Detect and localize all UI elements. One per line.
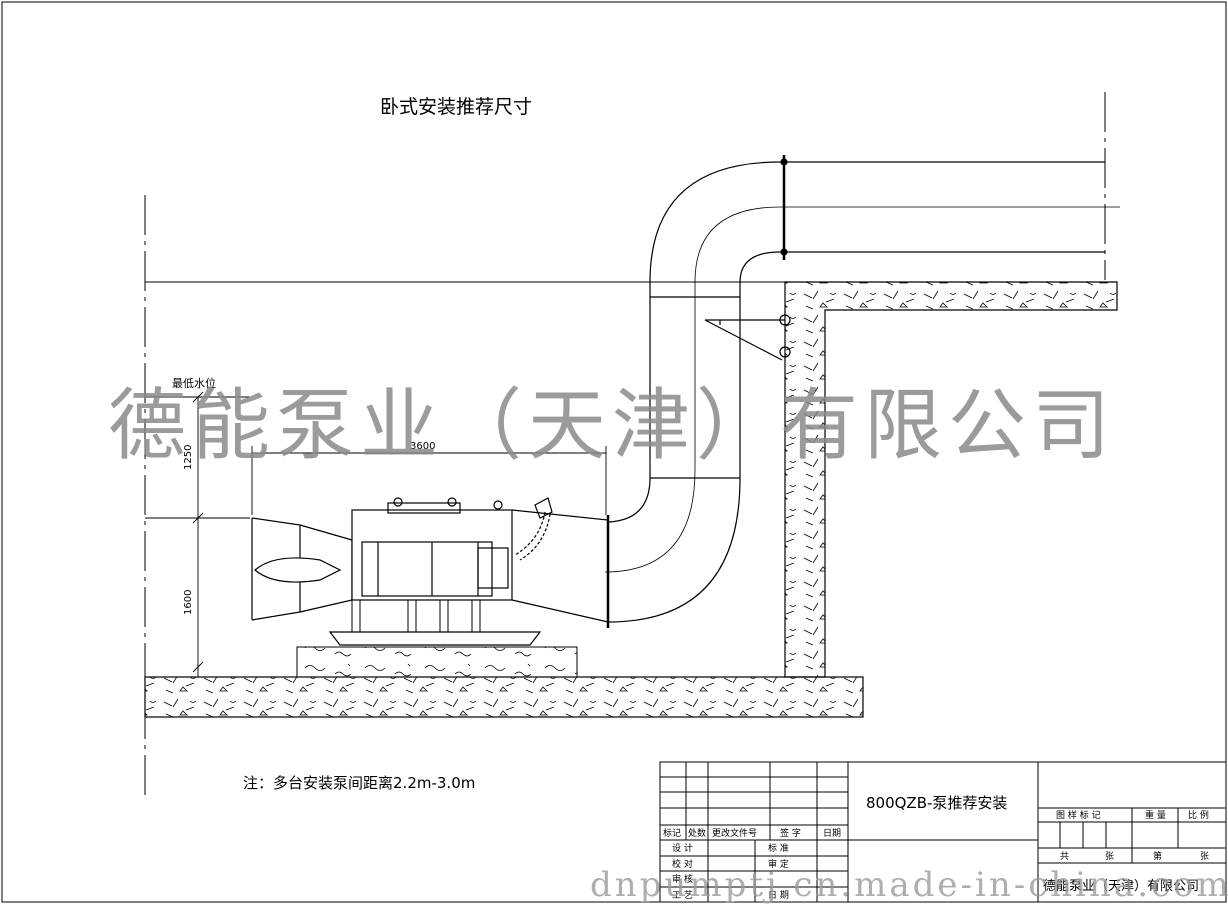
- right-header: 比 例: [1188, 809, 1209, 821]
- title-block-headers: 标记 处数 更改文件号 签 字 日期 设 计 校 对 审 核 工 艺 标 准 审…: [663, 809, 1209, 901]
- sheet-label: 张: [1200, 851, 1209, 862]
- drawing-title: 卧式安装推荐尺寸: [380, 96, 532, 118]
- company-name: 德能泵业（天津）有限公司: [1043, 879, 1199, 894]
- left-label: 校 对: [672, 858, 693, 870]
- pump-assembly: [251, 497, 609, 623]
- mid-label: 标 准: [768, 842, 789, 854]
- floor-slab: [144, 676, 864, 718]
- mid-label: 日 期: [768, 890, 789, 901]
- pump-base: [296, 599, 578, 678]
- left-label: 工 艺: [672, 890, 693, 901]
- dimension-depth-lower: 1600: [183, 590, 194, 615]
- retaining-wall: [784, 281, 1118, 678]
- dimension-length: 3600: [410, 441, 435, 452]
- left-label: 审 核: [672, 873, 693, 885]
- right-header: 图 样 标 记: [1056, 809, 1101, 821]
- header-cell: 处数: [688, 827, 706, 839]
- water-level-label: 最低水位: [172, 376, 216, 390]
- left-label: 设 计: [672, 842, 693, 854]
- header-cell: 标记: [663, 827, 681, 839]
- discharge-pipe: [604, 155, 1120, 628]
- sheet-label: 共: [1060, 851, 1069, 862]
- right-header: 重 量: [1145, 809, 1166, 821]
- watermark-company: 德能泵业（天津）有限公司: [108, 381, 1116, 471]
- header-cell: 更改文件号: [712, 827, 757, 839]
- title-block: [659, 761, 1227, 903]
- header-cell: 签 字: [780, 827, 801, 839]
- sheet-label: 张: [1105, 851, 1114, 862]
- watermark-url: dnpumptj.cn.made-in-china.com: [590, 865, 1228, 904]
- installation-note: 注：多台安装泵间距离2.2m-3.0m: [243, 774, 475, 792]
- sheet-label: 第: [1153, 850, 1162, 862]
- header-cell: 日期: [823, 828, 841, 839]
- dimension-depth-upper: 1250: [183, 445, 194, 470]
- dimension-lines: [145, 391, 607, 677]
- mid-label: 审 定: [768, 858, 789, 870]
- drawing-name: 800QZB-泵推荐安装: [866, 794, 1007, 812]
